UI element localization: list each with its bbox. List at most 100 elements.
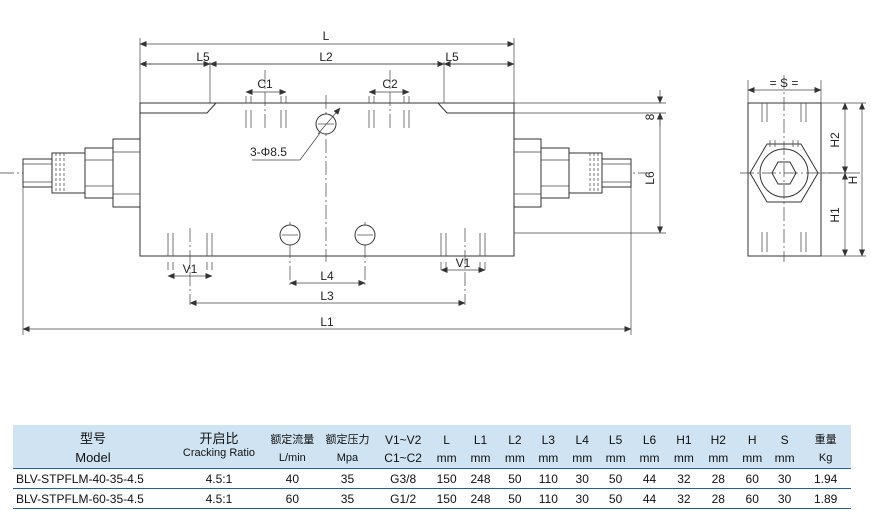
table-row: BLV-STPFLM-40-35-4.5 4.5:1 40 35 G3/8 15… <box>13 468 851 489</box>
dim-L1-label: L1 <box>320 315 334 329</box>
side-body <box>747 102 822 257</box>
hdr-L5-unit: mm <box>598 447 633 469</box>
cell-H2: 28 <box>701 468 736 489</box>
cell-H: 60 <box>735 488 769 509</box>
hdr-pressure-unit: Mpa <box>319 447 376 469</box>
hdr-L-unit: mm <box>430 447 463 469</box>
hdr-weight-zh: 重量 <box>800 425 851 447</box>
dim-V1-right-label: V1 <box>456 256 471 270</box>
cell-pressure: 35 <box>319 468 376 489</box>
header-row-2: Model Cracking Ratio L/min Mpa C1~C2 mm … <box>13 447 851 469</box>
hdr-ratio-en: Cracking Ratio <box>172 447 265 469</box>
dim-S-label: = S = <box>770 76 799 90</box>
cell-L2: 50 <box>498 488 532 509</box>
right-fitting <box>513 138 632 208</box>
dim-H-label: H <box>846 176 860 185</box>
hdr-L3-unit: mm <box>531 447 566 469</box>
hdr-ratio-zh: 开启比 <box>172 425 265 447</box>
hdr-L6-unit: mm <box>632 447 667 469</box>
left-fitting <box>22 138 141 208</box>
cell-model: BLV-STPFLM-60-35-4.5 <box>13 488 173 509</box>
hdr-H-unit: mm <box>735 447 769 469</box>
hdr-H1: H1 <box>666 425 702 447</box>
dim-H1-label: H1 <box>828 207 842 223</box>
table-row: BLV-STPFLM-60-35-4.5 4.5:1 60 35 G1/2 15… <box>13 488 851 509</box>
front-dimensions: L L5 L2 L5 C1 C2 3-Φ8.5 8 L6 V1 V1 L4 <box>22 29 666 335</box>
cell-flow: 60 <box>265 488 320 509</box>
hole-callout-label: 3-Φ8.5 <box>250 145 287 159</box>
cell-L5: 50 <box>598 468 633 489</box>
hdr-L1-unit: mm <box>462 447 499 469</box>
front-view <box>0 70 650 305</box>
cell-ratio: 4.5:1 <box>172 468 265 489</box>
cell-H: 60 <box>735 468 769 489</box>
hdr-H: H <box>735 425 769 447</box>
cell-L5: 50 <box>598 488 633 509</box>
cell-H1: 32 <box>666 488 702 509</box>
cell-S: 30 <box>768 488 801 509</box>
hdr-L2-unit: mm <box>498 447 532 469</box>
cell-port: G3/8 <box>375 468 431 489</box>
dim-L2-label: L2 <box>319 50 333 64</box>
cell-ratio: 4.5:1 <box>172 488 265 509</box>
side-dimensions: = S = H2 H1 H <box>747 76 866 257</box>
cell-L2: 50 <box>498 468 532 489</box>
hdr-L6: L6 <box>632 425 667 447</box>
dim-L6-label: L6 <box>643 171 657 185</box>
cell-H1: 32 <box>666 468 702 489</box>
hdr-flow-unit: L/min <box>265 447 320 469</box>
hdr-H1-unit: mm <box>666 447 702 469</box>
hdr-L: L <box>430 425 463 447</box>
side-view <box>740 75 860 262</box>
hdr-L2: L2 <box>498 425 532 447</box>
cell-S: 30 <box>768 468 801 489</box>
cell-L3: 110 <box>531 468 566 489</box>
dim-L5-right-label: L5 <box>445 50 459 64</box>
hdr-H2-unit: mm <box>701 447 736 469</box>
cell-L4: 30 <box>565 468 599 489</box>
hdr-model-en: Model <box>13 447 173 469</box>
dim-L-label: L <box>323 29 330 43</box>
cell-L1: 248 <box>462 468 499 489</box>
cell-L: 150 <box>430 468 463 489</box>
cell-L: 150 <box>430 488 463 509</box>
cell-L4: 30 <box>565 488 599 509</box>
hdr-c: C1~C2 <box>375 447 431 469</box>
hdr-model-zh: 型号 <box>13 425 173 447</box>
cell-weight: 1.89 <box>800 488 851 509</box>
hdr-L4: L4 <box>565 425 599 447</box>
cell-H2: 28 <box>701 488 736 509</box>
cell-L3: 110 <box>531 488 566 509</box>
hdr-L4-unit: mm <box>565 447 599 469</box>
hdr-v: V1~V2 <box>375 425 431 447</box>
dim-L5-left-label: L5 <box>196 50 210 64</box>
cell-port: G1/2 <box>375 488 431 509</box>
cell-model: BLV-STPFLM-40-35-4.5 <box>13 468 173 489</box>
hdr-flow-zh: 额定流量 <box>265 425 320 447</box>
hdr-S-unit: mm <box>768 447 801 469</box>
cell-L1: 248 <box>462 488 499 509</box>
dim-L3-label: L3 <box>320 289 334 303</box>
hdr-pressure-zh: 额定压力 <box>319 425 376 447</box>
dim-H2-label: H2 <box>828 132 842 148</box>
hex-nut-icon <box>749 143 819 203</box>
dim-L4-label: L4 <box>320 269 334 283</box>
cell-L6: 44 <box>632 468 667 489</box>
technical-drawing: L L5 L2 L5 C1 C2 3-Φ8.5 8 L6 V1 V1 L4 <box>0 29 866 335</box>
hdr-L1: L1 <box>462 425 499 447</box>
hdr-weight-unit: Kg <box>800 447 851 469</box>
dim-C1-label: C1 <box>257 77 273 91</box>
spec-table: 型号 开启比 额定流量 额定压力 V1~V2 L L1 L2 L3 L4 L5 … <box>13 425 851 509</box>
dim-C2-label: C2 <box>382 77 398 91</box>
cell-pressure: 35 <box>319 488 376 509</box>
header-row-1: 型号 开启比 额定流量 额定压力 V1~V2 L L1 L2 L3 L4 L5 … <box>13 425 851 447</box>
hdr-L5: L5 <box>598 425 633 447</box>
hdr-L3: L3 <box>531 425 566 447</box>
hdr-H2: H2 <box>701 425 736 447</box>
hdr-S: S <box>768 425 801 447</box>
cell-weight: 1.94 <box>800 468 851 489</box>
cell-L6: 44 <box>632 488 667 509</box>
cell-flow: 40 <box>265 468 320 489</box>
dim-8-label: 8 <box>643 113 657 120</box>
dim-V1-left-label: V1 <box>183 262 198 276</box>
